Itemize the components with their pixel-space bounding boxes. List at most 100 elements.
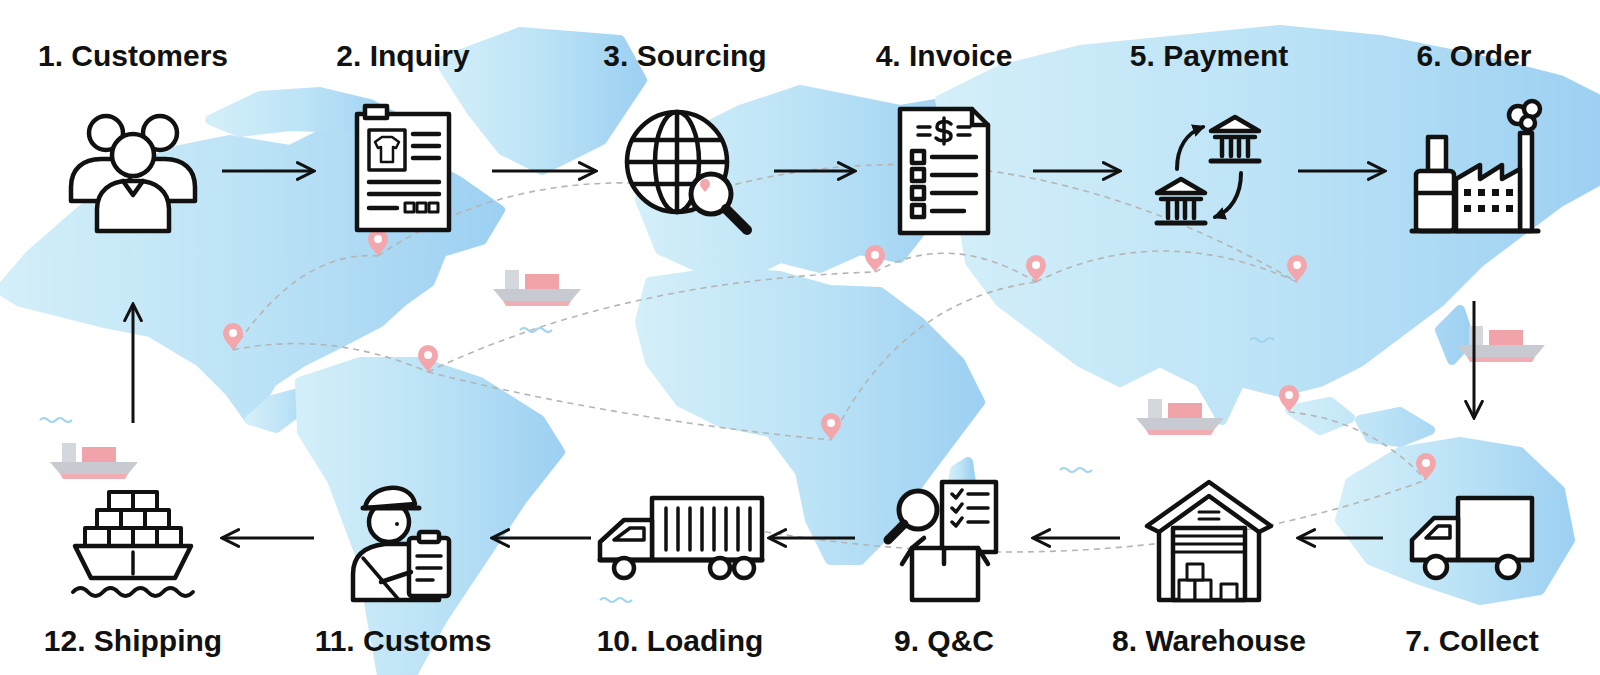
route-lines-part bbox=[700, 480, 1426, 552]
factory-icon-part-part bbox=[1492, 189, 1499, 196]
warehouse-icon-part bbox=[1179, 564, 1237, 600]
cargo-ship-icon-part-part bbox=[133, 492, 157, 510]
payment-icon-part-part bbox=[1215, 137, 1255, 156]
map-ships-part-part bbox=[1168, 403, 1202, 418]
flow-arrow bbox=[222, 537, 314, 540]
flow-arrow bbox=[132, 304, 135, 423]
payment-icon-part-part bbox=[1211, 117, 1259, 131]
map-pins-part-part bbox=[418, 345, 438, 372]
factory-icon-part-part bbox=[1478, 205, 1485, 212]
map-pins-part-part bbox=[871, 251, 879, 259]
factory-icon-part bbox=[1428, 137, 1446, 171]
map-ships-part bbox=[1457, 326, 1545, 362]
map-pins-part-part bbox=[1416, 453, 1436, 480]
step-label: 4. Invoice bbox=[876, 38, 1013, 74]
inquiry-icon-part bbox=[369, 130, 405, 170]
asia bbox=[940, 30, 1600, 420]
waves-part bbox=[600, 598, 632, 602]
warehouse-icon-part bbox=[1173, 536, 1245, 552]
inquiry-icon-part bbox=[365, 106, 387, 118]
factory-icon-part bbox=[1416, 191, 1454, 196]
warehouse-icon-part bbox=[1199, 512, 1219, 519]
flow-arrow bbox=[769, 537, 855, 540]
map-ships-part-part bbox=[1469, 326, 1483, 345]
inspection-icon-part bbox=[942, 482, 996, 552]
inquiry-icon bbox=[357, 106, 449, 230]
factory-icon bbox=[1412, 101, 1540, 231]
payment-icon-part-part bbox=[1211, 159, 1259, 164]
factory-icon-part bbox=[1464, 189, 1513, 212]
cargo-ship-icon-part-part bbox=[109, 528, 133, 546]
cargo-ship-icon-part-part bbox=[109, 492, 133, 510]
map-pins-part bbox=[1279, 385, 1299, 412]
waves-part bbox=[1250, 338, 1274, 342]
map-pins-part-part bbox=[229, 329, 237, 337]
map-pins-part-part bbox=[1032, 261, 1040, 269]
warehouse-icon-part-part bbox=[1195, 580, 1211, 600]
warehouse-icon-part bbox=[1173, 528, 1245, 600]
cargo-ship-icon-part-part bbox=[157, 528, 181, 546]
map-ships-part-part bbox=[1467, 357, 1535, 362]
delivery-truck-icon-part bbox=[1458, 498, 1532, 560]
container-truck-icon bbox=[600, 498, 762, 578]
flow-arrow bbox=[1473, 301, 1476, 418]
payment-icon bbox=[1157, 117, 1259, 223]
container-truck-icon-part bbox=[600, 520, 652, 560]
route-lines-part bbox=[1036, 251, 1297, 282]
sourcing-icon bbox=[627, 112, 747, 230]
inspection-icon-part bbox=[888, 524, 904, 540]
container-truck-icon-part bbox=[710, 558, 730, 578]
customers-icon-part bbox=[97, 181, 169, 231]
map-pins-part bbox=[865, 245, 885, 272]
route-lines-part bbox=[428, 272, 875, 372]
warehouse-icon-part-part bbox=[1179, 580, 1195, 600]
map-pins-part-part bbox=[821, 413, 841, 440]
inquiry-icon-part bbox=[369, 134, 439, 208]
flow-arrow bbox=[492, 537, 591, 540]
map-pins-part-part bbox=[1287, 255, 1307, 282]
cargo-ship-icon-part-part bbox=[85, 528, 109, 546]
warehouse-icon-part-part bbox=[1221, 584, 1237, 600]
delivery-truck-icon-part bbox=[1497, 556, 1519, 578]
route-lines-part bbox=[428, 372, 831, 440]
flow-arrow bbox=[222, 170, 314, 173]
customs-officer-icon-part bbox=[409, 538, 449, 596]
step-label: 5. Payment bbox=[1130, 38, 1288, 74]
container-truck-icon-part bbox=[614, 558, 634, 578]
route-lines-part bbox=[233, 256, 378, 350]
map-pins-part bbox=[1416, 453, 1436, 480]
map-ships-part-part bbox=[82, 447, 116, 462]
map-pins-part-part bbox=[865, 245, 885, 272]
inquiry-icon-part bbox=[375, 137, 399, 162]
map-ships-part-part bbox=[1136, 418, 1224, 430]
map-pins-part-part bbox=[1026, 255, 1046, 282]
step-node: 12. Shipping bbox=[48, 476, 218, 600]
payment-icon-part-part bbox=[1157, 221, 1205, 226]
payment-icon-part-part bbox=[1157, 179, 1205, 193]
map-ships bbox=[50, 270, 1545, 479]
step-node: 5. Payment bbox=[1124, 106, 1294, 236]
map-ships-part bbox=[1136, 399, 1224, 435]
inspection-icon-part bbox=[912, 538, 944, 564]
factory-icon-part-part bbox=[1492, 205, 1499, 212]
delivery-truck-icon-part bbox=[1412, 518, 1458, 560]
step-node: 6. Order bbox=[1389, 106, 1559, 236]
step-label: 8. Warehouse bbox=[1112, 623, 1306, 659]
map-pins-part-part bbox=[424, 351, 432, 359]
map-pins-part-part bbox=[1293, 261, 1301, 269]
delivery-truck-icon bbox=[1412, 498, 1532, 578]
map-ships-part-part bbox=[525, 274, 559, 289]
australia bbox=[1340, 442, 1570, 600]
invoice-icon-part bbox=[932, 157, 976, 211]
map-pins-part-part bbox=[1422, 459, 1430, 467]
warehouse-icon bbox=[1147, 482, 1271, 600]
cargo-ship-icon-part-part bbox=[145, 510, 169, 528]
step-label: 9. Q&C bbox=[894, 623, 994, 659]
inquiry-icon-part bbox=[417, 203, 426, 212]
factory-icon-part-part bbox=[1506, 189, 1513, 196]
payment-icon-part-part bbox=[1161, 199, 1201, 218]
map-ships-part-part bbox=[505, 270, 519, 289]
